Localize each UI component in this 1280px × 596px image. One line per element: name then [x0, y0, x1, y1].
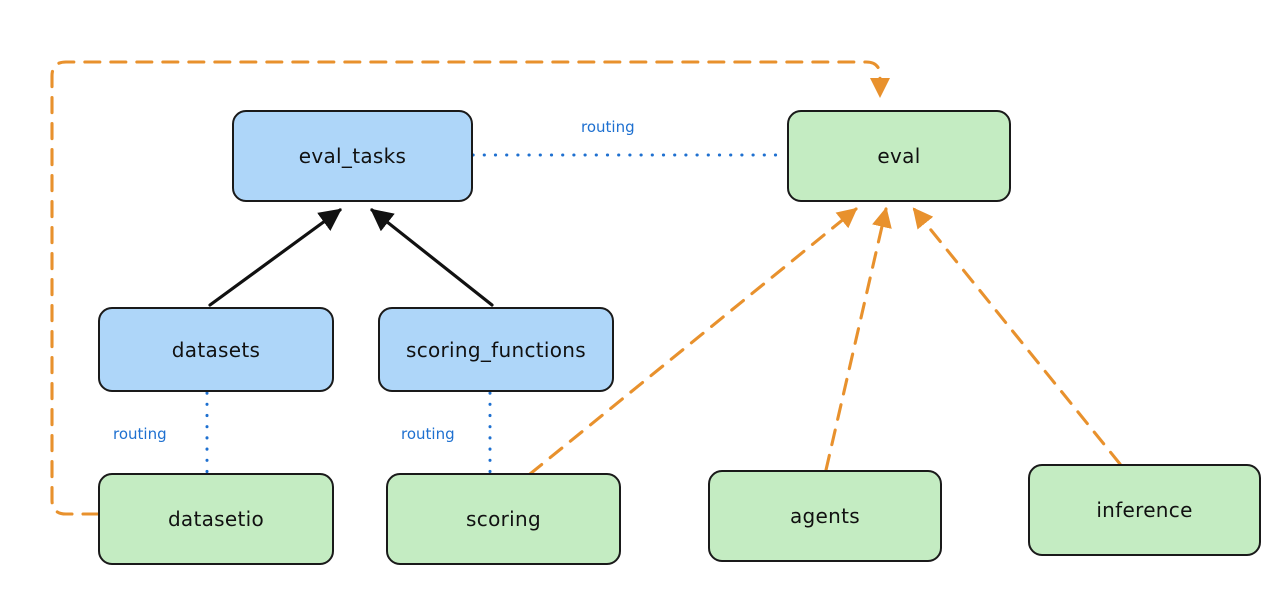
- node-label-eval: eval: [877, 144, 921, 168]
- node-scoring[interactable]: scoring: [386, 473, 621, 565]
- edge-datasets-eval_tasks: [208, 208, 342, 307]
- edge-scoring-eval: [528, 207, 858, 476]
- edge-inference-eval: [912, 207, 1122, 466]
- node-datasets[interactable]: datasets: [98, 307, 334, 392]
- node-label-inference: inference: [1096, 498, 1193, 522]
- edge-scoring_functions-eval_tasks: [370, 208, 494, 307]
- node-eval-tasks[interactable]: eval_tasks: [232, 110, 473, 202]
- node-datasetio[interactable]: datasetio: [98, 473, 334, 565]
- edge-label-routing-eval-tasks-eval: routing: [578, 118, 638, 136]
- node-inference[interactable]: inference: [1028, 464, 1261, 556]
- node-label-agents: agents: [790, 504, 860, 528]
- node-label-eval-tasks: eval_tasks: [298, 144, 407, 168]
- node-label-scoring: scoring: [466, 507, 541, 531]
- node-scoring-functions[interactable]: scoring_functions: [378, 307, 614, 392]
- edge-datasetio-eval: [50, 60, 891, 516]
- node-label-datasetio: datasetio: [167, 507, 265, 531]
- node-label-scoring-functions: scoring_functions: [405, 337, 587, 362]
- edge-agents-eval: [824, 207, 892, 472]
- edge-label-routing-datasets-datasetio: routing: [110, 425, 170, 443]
- edge-label-routing-scoring-functions-scoring: routing: [398, 425, 458, 443]
- node-label-datasets: datasets: [171, 337, 261, 362]
- node-eval[interactable]: eval: [787, 110, 1011, 202]
- node-agents[interactable]: agents: [708, 470, 942, 562]
